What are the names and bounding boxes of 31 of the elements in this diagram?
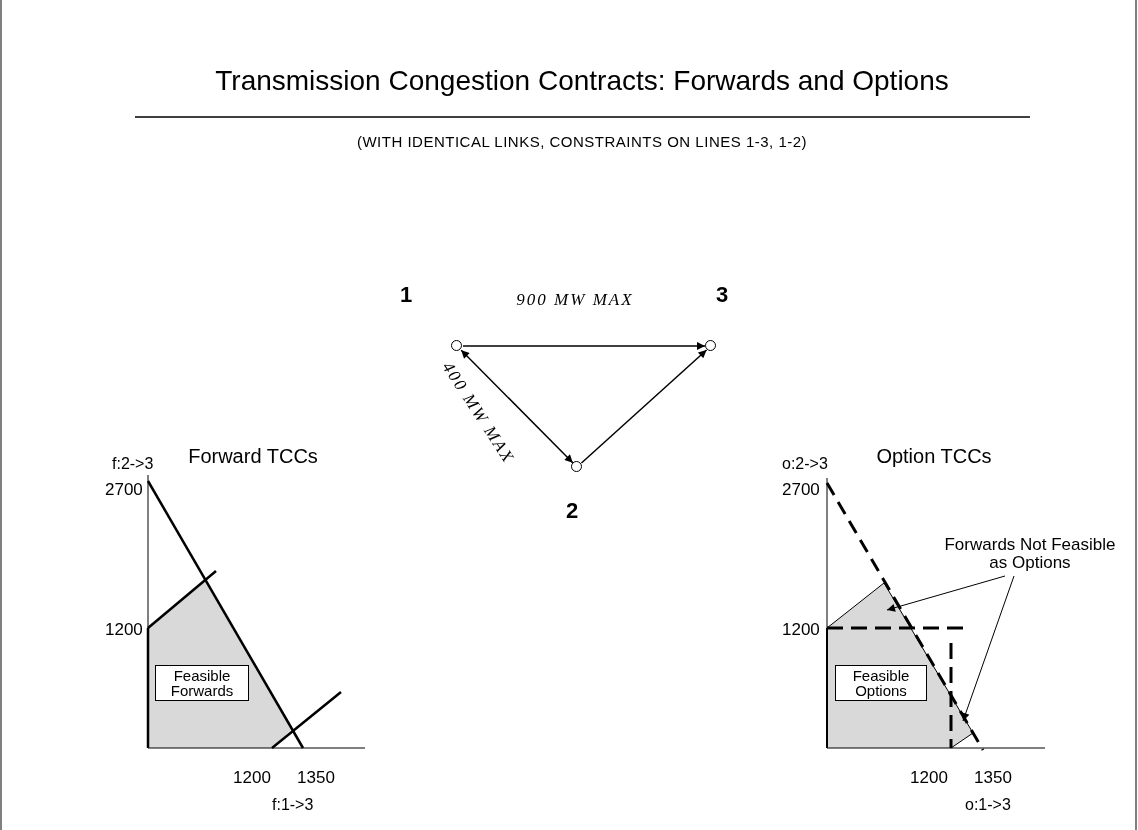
bus-node (451, 340, 462, 351)
diagram-title: Transmission Congestion Contracts: Forwards and Options (215, 65, 949, 97)
arrow (460, 349, 574, 464)
tick-label: 1200 (105, 620, 143, 640)
axis-label: o:1->3 (965, 796, 1011, 814)
chart-title: Forward TCCs (188, 445, 318, 468)
node-number: 2 (566, 498, 579, 524)
region-label: Feasible Forwards (155, 665, 249, 701)
tick-label: 2700 (105, 480, 143, 500)
axis-label: f:2->3 (112, 455, 154, 473)
axis-label: o:2->3 (782, 455, 828, 473)
leader-arrow (961, 575, 1015, 722)
tick-label: 1350 (974, 768, 1012, 788)
edge-label: 900 MW MAX (516, 290, 634, 310)
leader-arrow (886, 575, 1006, 612)
region-label: Feasible Options (835, 665, 927, 701)
tick-label: 2700 (782, 480, 820, 500)
node-number: 1 (400, 282, 413, 308)
tick-label: 1200 (910, 768, 948, 788)
tick-label: 1200 (233, 768, 271, 788)
bus-node (571, 461, 582, 472)
axis-label: f:1->3 (272, 796, 314, 814)
tick-label: 1200 (782, 620, 820, 640)
tick-label: 1350 (297, 768, 335, 788)
arrow (462, 342, 706, 350)
node-number: 3 (716, 282, 729, 308)
arrow (580, 349, 708, 464)
bus-node (705, 340, 716, 351)
subtitle: (WITH IDENTICAL LINKS, CONSTRAINTS ON LINES 1-3, 1-2) (356, 133, 808, 150)
chart-title: Option TCCs (876, 445, 992, 468)
annotation-text: Forwards Not Feasible as Options (935, 536, 1125, 572)
